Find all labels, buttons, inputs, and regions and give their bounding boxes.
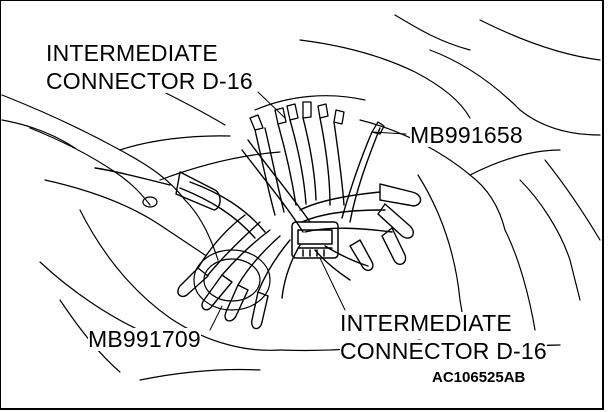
wiring-harness	[94, 117, 393, 299]
intermediate-connector-body	[291, 221, 339, 259]
figure-code: AC106525AB	[432, 369, 526, 386]
top-connector-label-line1: INTERMEDIATE	[46, 40, 218, 66]
alligator-clips-left	[177, 267, 269, 330]
top-connector-label-line2: CONNECTOR D-16	[46, 68, 253, 94]
alligator-clips-right	[349, 183, 422, 272]
probe-pins-top	[249, 101, 385, 135]
harness-sleeve	[175, 171, 221, 211]
floor-holes	[142, 196, 271, 311]
bottom-connector-label-line2: CONNECTOR D-16	[340, 338, 547, 364]
top-right-tool-label: MB991658	[410, 122, 523, 148]
bottom-left-tool-label: MB991709	[88, 326, 201, 352]
leader-lines	[209, 91, 407, 331]
bottom-connector-label-line1: INTERMEDIATE	[340, 310, 512, 336]
